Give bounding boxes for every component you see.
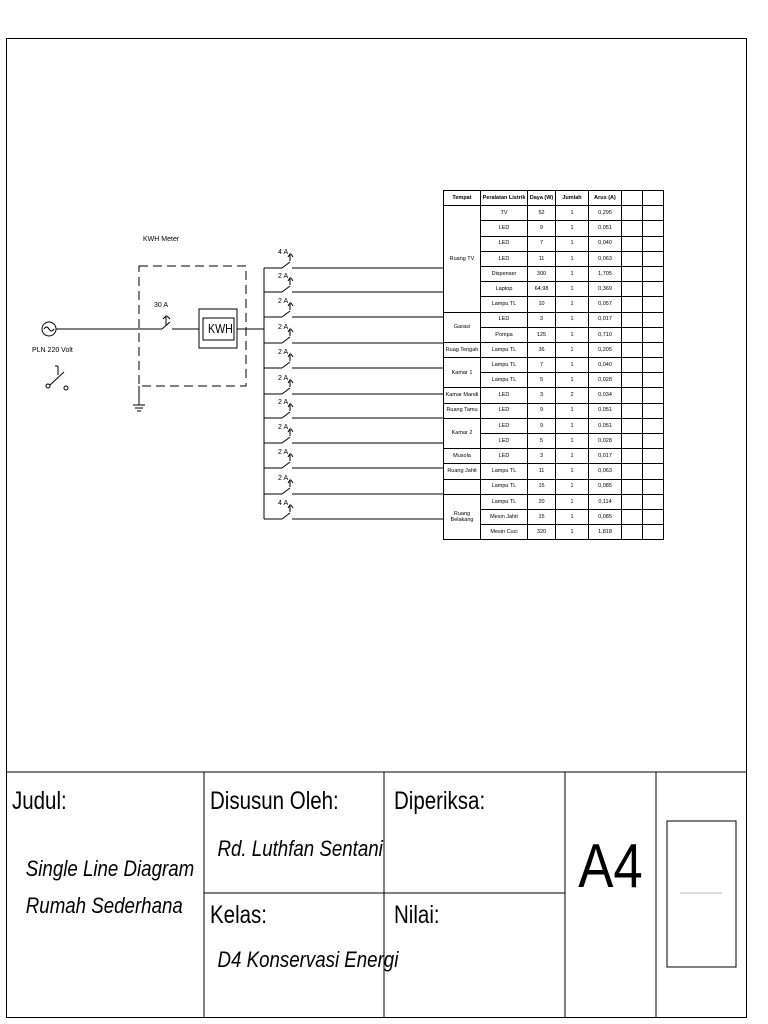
source-label: PLN 220 Volt [32,347,73,354]
branch-breaker-label: 2 A [278,399,288,406]
kwh-meter-display [202,317,235,341]
branch-circuit: 2 A [264,375,443,395]
branch-breaker-label: 2 A [278,475,288,482]
diperiksa-label: Diperiksa: [394,787,486,815]
kelas-value: D4 Konservasi Energi [217,947,399,972]
branch-circuit: 2 A [264,449,443,469]
branch-circuit: 2 A [264,399,443,419]
branch-breaker-label: 2 A [278,298,288,305]
judul-line-2: Rumah Sederhana [25,893,183,918]
branch-breaker-label: 4 A [278,249,288,256]
disusun-label: Disusun Oleh: [210,787,339,815]
header-tempat: Tempat [443,189,481,207]
kwh-meter-label: KWH Meter [143,236,180,243]
cell-place: Garasi [443,311,481,343]
kelas-label: Kelas: [210,901,267,929]
branch-circuit: 2 A [264,298,443,318]
stamp-box [666,820,737,968]
branch-breaker-label: 2 A [278,273,288,280]
judul-line-1: Single Line Diagram [25,856,195,881]
cell-empty [642,524,664,541]
main-breaker-label: 30 A [154,302,169,309]
table-header-row: Tempat Peralatan Listrik Daya (W) Jumlah… [443,189,664,207]
drawing-sheet-border [6,38,747,1018]
branch-circuit: 4 A [264,500,443,520]
kwh-box-label: KWH [208,321,233,336]
branch-breaker-label: 2 A [278,324,288,331]
branch-circuit: 2 A [264,424,443,444]
branch-circuits: 4 A 2 A 2 A 2 A 2 A 2 A 2 A 2 A 2 A 2 A 4 A [264,249,443,520]
branch-breaker-label: 2 A [278,449,288,456]
branch-circuit: 2 A [264,324,443,344]
ground-symbol [133,386,145,412]
branch-breaker-label: 4 A [278,500,288,507]
branch-breaker-label: 2 A [278,375,288,382]
ac-wave-glyph [43,326,55,332]
branch-circuit: 2 A [264,475,443,495]
nilai-label: Nilai: [394,901,440,929]
cell-quantity: 1 [555,524,589,541]
load-table: Tempat Peralatan Listrik Daya (W) Jumlah… [443,189,664,541]
branch-circuit: 4 A [264,249,443,269]
branch-breaker-label: 2 A [278,349,288,356]
branch-circuit: 2 A [264,349,443,369]
main-breaker-symbol [161,314,199,330]
branch-circuit: 2 A [264,273,443,293]
source-switch-symbol [45,365,69,391]
paper-size-label: A4 [578,832,643,901]
cell-current: 1,818 [588,524,622,541]
disusun-value: Rd. Luthfan Sentani [217,836,383,861]
branch-breaker-label: 2 A [278,424,288,431]
judul-label: Judul: [12,787,67,815]
cell-place: Kamar 1 [443,357,481,389]
kwh-meter-enclosure [138,265,247,387]
